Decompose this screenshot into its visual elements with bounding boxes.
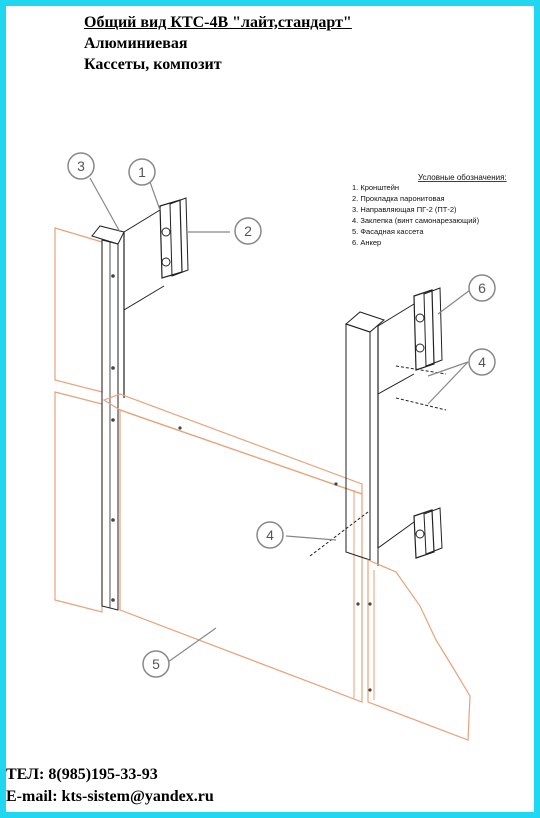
contact-block: ТЕЛ: 8(985)195-33-93 E-mail: kts-sistem@… <box>6 764 214 808</box>
callout-3 <box>67 152 95 180</box>
callout-2 <box>234 217 262 245</box>
callout-4-center <box>256 521 284 549</box>
lower-left-cassette <box>54 391 103 613</box>
cassette-top-flange <box>102 393 363 495</box>
callout-label: 4 <box>266 527 274 543</box>
callout-label: 4 <box>478 354 486 370</box>
legend-item: 6. Анкер <box>352 238 381 247</box>
page-subtitle-material: Алюминиевая <box>84 35 188 52</box>
email-text: E-mail: kts-sistem@yandex.ru <box>6 788 214 805</box>
anchor-bolt <box>161 227 171 237</box>
lower-right-cassette <box>367 559 471 741</box>
legend-item: 1. Кронштейн <box>352 183 399 192</box>
callout-label: 6 <box>478 280 486 296</box>
page-title: Общий вид КТС-4В "лайт,стандарт" <box>84 14 352 31</box>
callout-5 <box>142 650 170 678</box>
right-guide-top <box>345 311 385 333</box>
upper-left-cassette <box>54 227 103 393</box>
callout-label: 3 <box>77 158 85 174</box>
legend-item: 3. Направляющая ПГ-2 (ПТ-2) <box>352 205 457 214</box>
phone-text: ТЕЛ: 8(985)195-33-93 <box>6 766 158 783</box>
title-block: Общий вид КТС-4В "лайт,стандарт" Алюмини… <box>84 12 352 75</box>
anchor-bolt <box>161 257 171 267</box>
page-subtitle-type: Кассеты, композит <box>84 56 222 73</box>
callout-6 <box>468 274 496 302</box>
callout-1 <box>128 158 156 186</box>
callout-4-right <box>468 348 496 376</box>
rivet-icon <box>395 397 447 411</box>
bracket-upper-right <box>413 289 435 371</box>
legend-heading: Условные обозначения: <box>418 173 507 182</box>
rivet-icon <box>309 511 369 557</box>
left-guide-top <box>91 225 125 245</box>
right-guide-profile <box>345 323 371 561</box>
callout-label: 2 <box>244 223 252 239</box>
facade-cassette-main <box>119 409 363 703</box>
bracket-lower-right <box>413 509 435 559</box>
callout-label: 5 <box>152 656 160 672</box>
drawing-sheet <box>6 6 534 812</box>
legend-item: 5. Фасадная кассета <box>352 227 424 236</box>
legend-item: 4. Заклепка (винт самонарезающий) <box>352 216 480 225</box>
callout-label: 1 <box>138 164 146 180</box>
legend-item: 2. Прокладка паронитовая <box>352 194 445 203</box>
